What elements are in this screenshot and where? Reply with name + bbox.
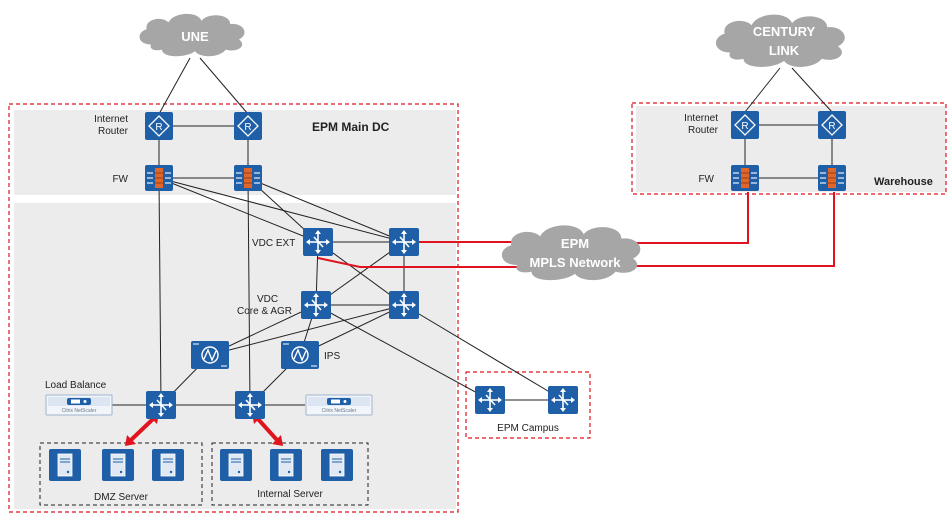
- load-balance-label: Load Balance: [45, 380, 107, 391]
- campus-switch-left-icon: [474, 385, 506, 415]
- netscaler-right-brand: Citrix NetScaler: [322, 408, 357, 414]
- dmz-server-3-icon: [151, 448, 185, 482]
- mpls-cloud: [501, 225, 641, 281]
- warehouse-border: [631, 102, 947, 195]
- vdc-ext-switch-left-icon: [302, 227, 334, 257]
- internal-server-3-icon: [320, 448, 354, 482]
- vdc-core-label-line1: VDC: [257, 294, 278, 305]
- century-link-cloud: [715, 14, 845, 67]
- netscaler-left-brand: Citrix NetScaler: [62, 408, 97, 414]
- main-dc-title: EPM Main DC: [312, 120, 390, 134]
- internal-links: [112, 57, 833, 406]
- internal-server-group: [211, 442, 369, 506]
- mpls-label-line1: EPM: [561, 236, 589, 251]
- main-router-left-icon: [144, 111, 174, 141]
- une-cloud-label: UNE: [181, 29, 209, 44]
- vdc-core-label-line2: Core & AGR: [237, 306, 292, 317]
- dmz-server-label: DMZ Server: [94, 492, 149, 503]
- century-link-label-line2: LINK: [769, 43, 800, 58]
- warehouse-router-label-line2: Router: [688, 125, 719, 136]
- dmz-server-group: [39, 442, 203, 506]
- warehouse-fw-label: FW: [698, 174, 714, 185]
- main-fw-label: FW: [112, 174, 128, 185]
- main-router-right-icon: [233, 111, 263, 141]
- main-router-label-line1: Internet: [94, 114, 128, 125]
- access-switch-right-icon: [234, 390, 266, 420]
- main-fw-left-icon: [144, 164, 174, 192]
- ips-label: IPS: [324, 351, 340, 362]
- internal-server-1-icon: [219, 448, 253, 482]
- ips-left-icon: [190, 340, 230, 370]
- internal-server-2-icon: [269, 448, 303, 482]
- warehouse-router-label-line1: Internet: [684, 113, 718, 124]
- mpls-label-line2: MPLS Network: [529, 255, 621, 270]
- main-dc-border: [8, 103, 459, 513]
- warehouse-fw-right-icon: [817, 164, 847, 192]
- warehouse-title: Warehouse: [874, 176, 933, 188]
- dmz-server-1-icon: [48, 448, 82, 482]
- warehouse-router-left-icon: [730, 110, 760, 140]
- access-switch-left-icon: [145, 390, 177, 420]
- warehouse-router-right-icon: [817, 110, 847, 140]
- main-router-label-line2: Router: [98, 126, 129, 137]
- ips-right-icon: [280, 340, 320, 370]
- main-fw-right-icon: [233, 164, 263, 192]
- century-link-label-line1: CENTURY: [753, 24, 816, 39]
- campus-switch-right-icon: [547, 385, 579, 415]
- internal-server-label: Internal Server: [257, 489, 323, 500]
- vdc-core-switch-right-icon: [388, 290, 420, 320]
- campus-label: EPM Campus: [497, 423, 559, 434]
- vdc-core-switch-left-icon: [300, 290, 332, 320]
- warehouse-fw-left-icon: [730, 164, 760, 192]
- dmz-server-2-icon: [101, 448, 135, 482]
- vdc-ext-switch-right-icon: [388, 227, 420, 257]
- mpls-wan-links: [317, 192, 835, 268]
- vdc-ext-label: VDC EXT: [252, 238, 295, 249]
